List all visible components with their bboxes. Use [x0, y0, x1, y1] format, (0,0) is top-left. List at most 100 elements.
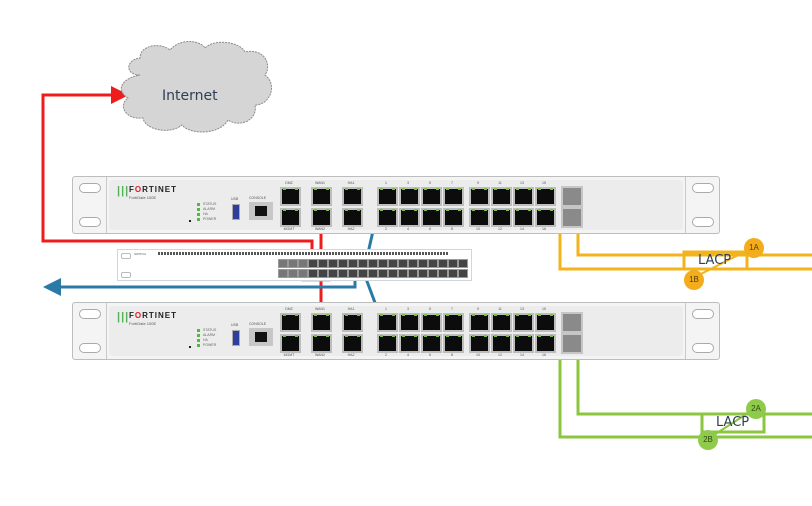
ethernet-port [469, 208, 490, 227]
lacp1-box [682, 250, 749, 271]
ethernet-port [280, 187, 301, 206]
switch-port [438, 259, 448, 268]
ethernet-port [377, 187, 398, 206]
ethernet-port [342, 313, 363, 332]
port-label: HA2 [347, 227, 355, 231]
switch-port [458, 269, 468, 278]
brand-logo: FORTINET [129, 311, 178, 320]
port-label: 4 [407, 227, 409, 231]
port-label: 16 [542, 227, 546, 231]
ethernet-port [421, 187, 442, 206]
ethernet-port [513, 334, 534, 353]
switch-port [368, 259, 378, 268]
port-label: HA2 [347, 353, 355, 357]
console-port [249, 202, 273, 220]
usb-port [232, 330, 240, 346]
switch-port [398, 269, 408, 278]
wan-link-internet [41, 86, 314, 262]
ethernet-port [469, 334, 490, 353]
sfp-port [561, 333, 583, 354]
lacp2-badge-b: 2B [698, 430, 718, 450]
cloud-label: Internet [162, 88, 218, 104]
port-label: 13 [520, 307, 524, 311]
switch-port [358, 269, 368, 278]
port-label: 15 [542, 181, 546, 185]
port-label: 3 [407, 307, 409, 311]
port-label: 10 [476, 227, 480, 231]
port-label: WAN1 [315, 307, 325, 311]
switch: SWITCH [117, 249, 472, 281]
switch-port [308, 259, 318, 268]
sfp-port [561, 186, 583, 207]
port-label: 9 [477, 307, 479, 311]
switch-port [318, 259, 328, 268]
ethernet-port [399, 187, 420, 206]
ethernet-port [443, 334, 464, 353]
port-label: DMZ [285, 181, 293, 185]
ethernet-port [311, 208, 332, 227]
lacp1-label: LACP [698, 253, 732, 268]
ethernet-port [513, 187, 534, 206]
lacp2-link-b [558, 345, 812, 439]
port-label: 16 [542, 353, 546, 357]
ethernet-port [311, 313, 332, 332]
lacp2-label: LACP [716, 415, 750, 430]
ethernet-port [421, 334, 442, 353]
port-label: 14 [520, 227, 524, 231]
port-label: 15 [542, 307, 546, 311]
port-label: WAN2 [315, 227, 325, 231]
ethernet-port [377, 208, 398, 227]
port-label: MGMT [283, 227, 295, 231]
port-label: 1 [385, 307, 387, 311]
switch-port [458, 259, 468, 268]
ethernet-port [311, 334, 332, 353]
ethernet-port [443, 187, 464, 206]
port-label: 7 [451, 181, 453, 185]
switch-port [328, 269, 338, 278]
switch-port [378, 269, 388, 278]
port-label: 12 [498, 227, 502, 231]
switch-port [388, 259, 398, 268]
ethernet-port [491, 208, 512, 227]
port-label: WAN2 [315, 353, 325, 357]
ethernet-port [421, 208, 442, 227]
port-label: 10 [476, 353, 480, 357]
port-label: WAN1 [315, 181, 325, 185]
ethernet-port [342, 334, 363, 353]
switch-sfp-port [298, 269, 308, 278]
model-label: FortiGate 100E [129, 321, 157, 326]
rack-ear-left [73, 303, 107, 359]
switch-port [448, 269, 458, 278]
port-label: 5 [429, 181, 431, 185]
port-label: 6 [429, 353, 431, 357]
port-label: 6 [429, 227, 431, 231]
ethernet-port [491, 334, 512, 353]
lacp2-badge-a: 2A [746, 399, 766, 419]
port-label: 9 [477, 181, 479, 185]
port-label: 11 [498, 181, 502, 185]
switch-port [328, 259, 338, 268]
ethernet-port [342, 187, 363, 206]
switch-port [348, 259, 358, 268]
switch-port [448, 259, 458, 268]
switch-port [418, 259, 428, 268]
ethernet-port [377, 313, 398, 332]
port-label: 13 [520, 181, 524, 185]
switch-port [418, 269, 428, 278]
port-label: 11 [498, 307, 502, 311]
port-label: 14 [520, 353, 524, 357]
switch-port [378, 259, 388, 268]
port-label: HA1 [347, 181, 355, 185]
port-label: 5 [429, 307, 431, 311]
ethernet-port [513, 208, 534, 227]
fortinet-logo-bars: ||| [117, 185, 130, 197]
port-label: 4 [407, 353, 409, 357]
switch-sfp-port [298, 259, 308, 268]
ethernet-port [469, 313, 490, 332]
switch-port [318, 269, 328, 278]
switch-port [338, 269, 348, 278]
ethernet-port [513, 313, 534, 332]
ethernet-port [311, 187, 332, 206]
ethernet-port [535, 208, 556, 227]
switch-port [358, 259, 368, 268]
